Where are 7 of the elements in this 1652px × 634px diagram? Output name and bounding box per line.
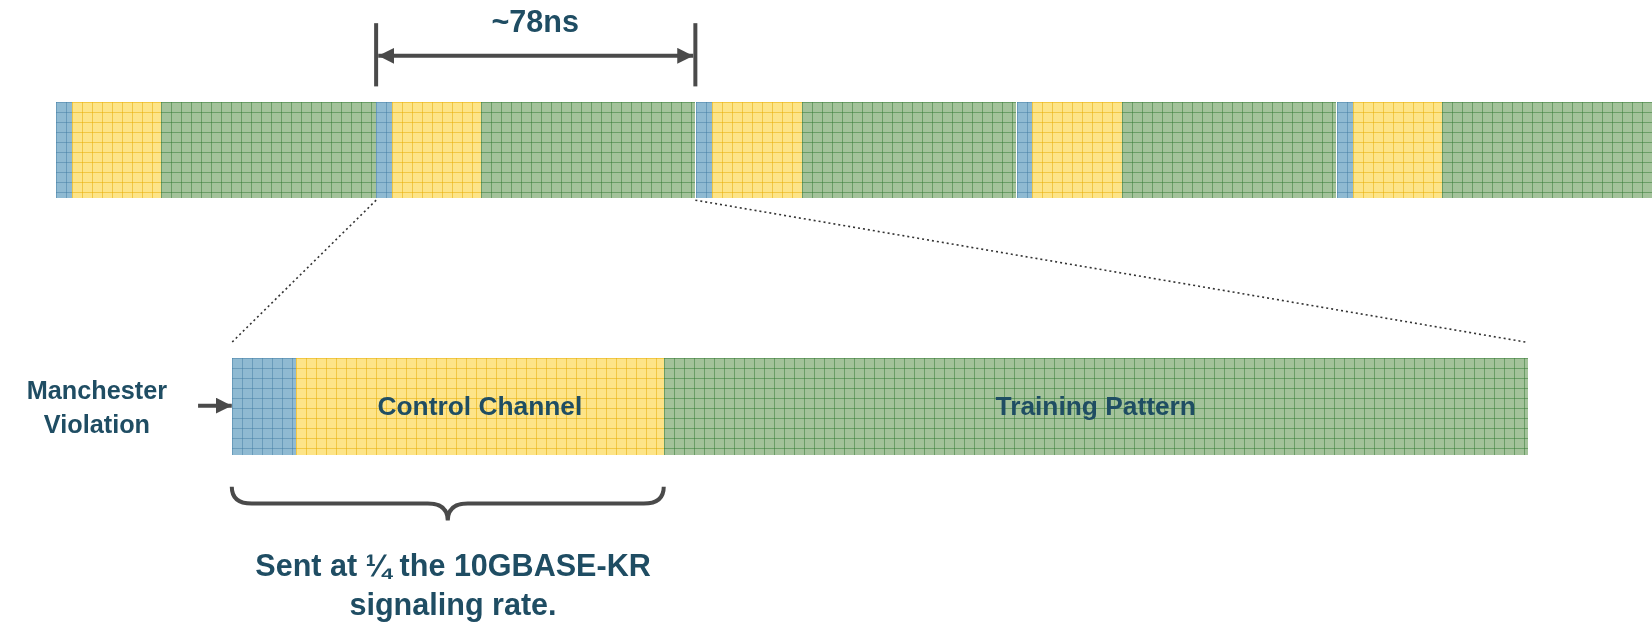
- dimension-label: ~78ns: [490, 4, 580, 41]
- note-text: Sent at ¼ the 10GBASE-KR signaling rate.: [254, 546, 652, 624]
- segment-label: Control Channel: [377, 391, 583, 423]
- annotation-text: Manchester Violation: [2, 374, 192, 442]
- arrow: [198, 397, 232, 414]
- channel-segment: [231, 358, 297, 456]
- segment-label: Training Pattern: [995, 391, 1196, 423]
